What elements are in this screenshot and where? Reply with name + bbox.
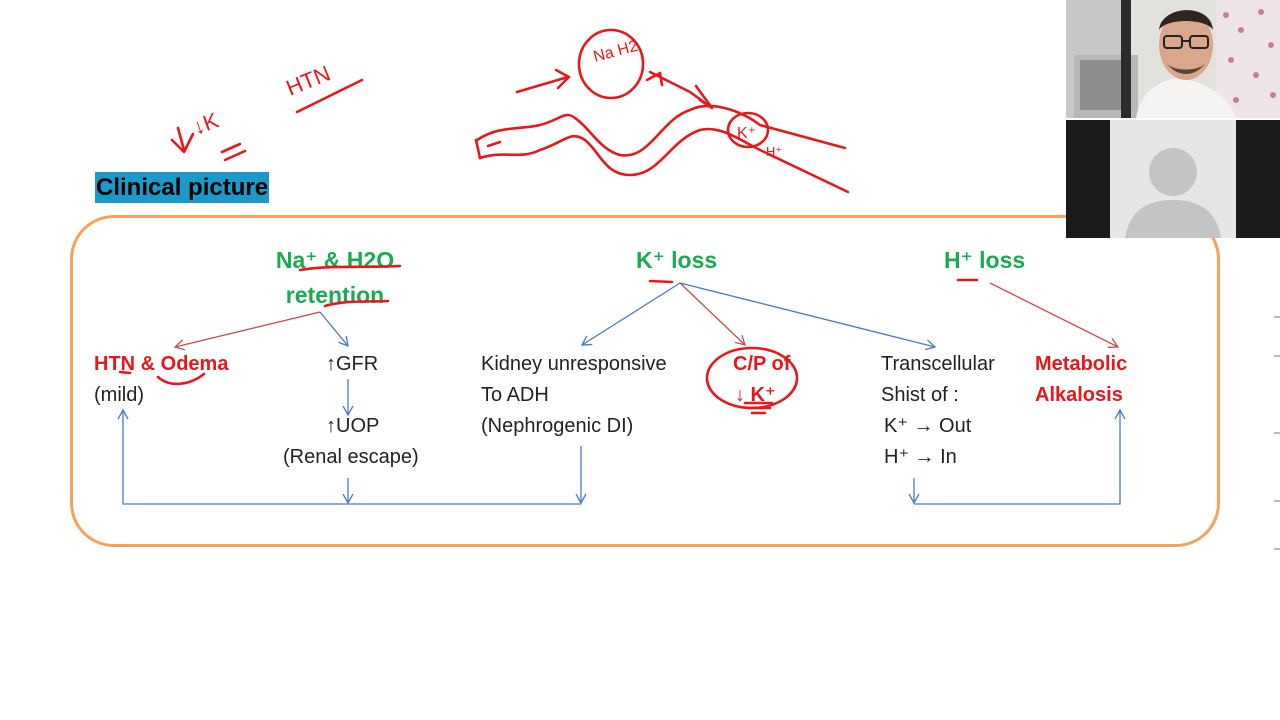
heading-na-h2o: Na⁺ & H2O (275, 247, 395, 273)
transcellular-label: Transcellular (881, 353, 995, 375)
presenter-scene (1066, 0, 1280, 118)
gfr-label: ↑GFR (326, 353, 379, 375)
arrow-k-to-cp (679, 282, 746, 346)
presenter-video[interactable] (1066, 0, 1280, 118)
to-adh-label: To ADH (481, 384, 549, 406)
participant-video[interactable] (1066, 120, 1280, 238)
annotation-arrow-to-glomerulus (515, 68, 571, 94)
annotation-htn-underline (295, 78, 364, 114)
scroll-mark (1274, 316, 1280, 318)
scroll-mark (1274, 500, 1280, 502)
annotation-tubule (475, 104, 847, 157)
annotation-equals (220, 142, 247, 162)
alkalosis-label: Alkalosis (1035, 384, 1123, 406)
svg-text:K⁺: K⁺ (737, 125, 756, 142)
htn-odema-label: HTN & Odema (94, 353, 229, 375)
renal-escape-label: (Renal escape) (283, 446, 419, 468)
nephrogenic-di-label: (Nephrogenic DI) (481, 415, 634, 437)
low-k-label: ↓ K⁺ (735, 384, 776, 406)
annotation-glomerulus-circle (577, 28, 645, 100)
annotation-down-arrow (170, 126, 195, 154)
arrow-k-to-transcellular (679, 282, 937, 351)
metabolic-label: Metabolic (1035, 353, 1128, 375)
arrow-h-to-metabolic (989, 282, 1120, 349)
h-in-label: H⁺ → In (884, 446, 957, 468)
participant-tile (1110, 120, 1236, 238)
k-out-label: K⁺ → Out (884, 415, 972, 437)
svg-text:Na H2: Na H2 (592, 38, 640, 66)
annotation-htn: HTN (283, 61, 334, 101)
scroll-mark (1274, 432, 1280, 434)
annotation-k-circle (726, 111, 770, 149)
annotation-cp-circle (705, 346, 799, 410)
line-bottom-left (117, 408, 581, 505)
diagram-frame (70, 215, 1220, 547)
shist-of-label: Shist of : (881, 384, 959, 406)
slide-title: Clinical picture (95, 172, 270, 203)
heading-k-loss: K⁺ loss (636, 247, 718, 273)
arrow-na-to-htn (173, 311, 321, 351)
heading-na-h2o-retention: Na⁺ & H2O retention (255, 243, 415, 313)
arrow-na-to-gfr (319, 311, 349, 348)
heading-h-loss: H⁺ loss (944, 247, 1026, 273)
uop-label: ↑UOP (326, 415, 380, 437)
kidney-unresponsive-label: Kidney unresponsive (481, 353, 667, 375)
svg-text:H⁺: H⁺ (766, 144, 782, 159)
scroll-mark (1274, 355, 1280, 357)
scroll-mark (1274, 548, 1280, 550)
person-placeholder-icon (1125, 148, 1221, 238)
cp-of-label: C/P of (733, 353, 791, 375)
line-bottom-right (914, 408, 1126, 505)
arrow-k-to-kidney (580, 282, 681, 346)
annotation-k: ↓K (189, 107, 222, 139)
mild-label: (mild) (94, 384, 144, 406)
